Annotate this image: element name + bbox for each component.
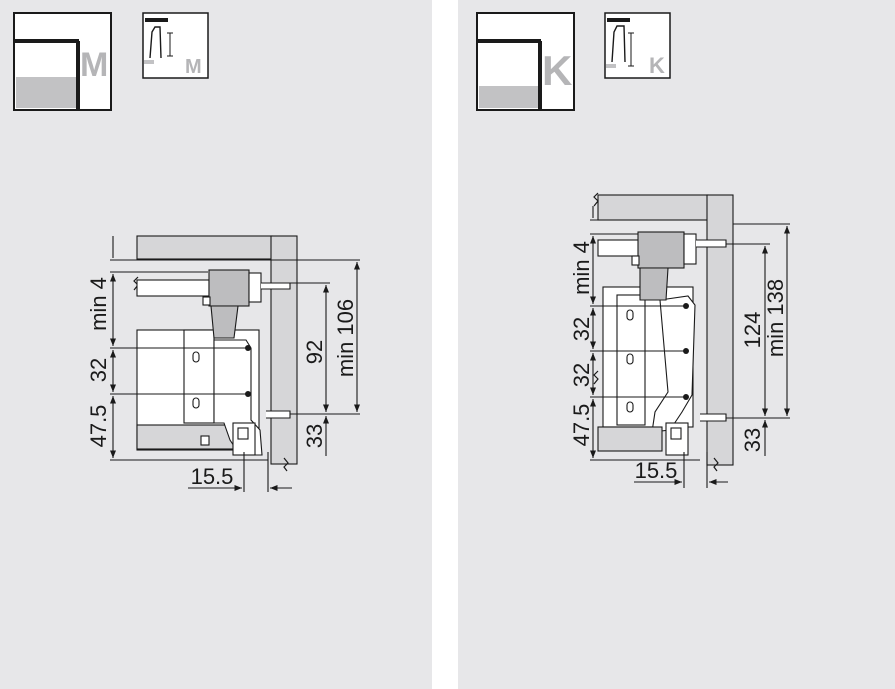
right-big-icon: K [476,12,575,111]
right-small-icon-letter: K [649,53,665,78]
left-dim-32: 32 [86,358,111,382]
left-dim-min4: min 4 [86,277,111,331]
right-dim-15-5: 15.5 [635,458,678,483]
right-dimension-labels: min 4 32 32 47.5 124 min 138 33 15.5 [569,241,788,483]
left-big-icon: M [13,12,112,111]
right-dim-33: 33 [740,428,765,452]
right-dim-32b: 32 [569,363,594,387]
right-dim-32a: 32 [569,317,594,341]
left-technical-drawing [109,235,361,492]
right-dim-min138: min 138 [763,279,788,357]
left-big-icon-letter: M [80,46,108,84]
left-dim-92: 92 [302,340,327,364]
left-dim-15-5: 15.5 [191,464,234,489]
left-small-icon-letter: M [185,56,202,78]
right-dim-47-5: 47.5 [569,404,594,447]
right-small-icon: K [604,12,671,79]
right-dim-min4: min 4 [569,241,594,295]
left-dim-min106: min 106 [333,299,358,377]
left-dim-47-5: 47.5 [86,405,111,448]
left-dimension-labels: min 4 32 47.5 92 min 106 33 15.5 [86,277,358,489]
right-dim-124: 124 [740,312,765,349]
left-dim-33: 33 [302,424,327,448]
left-small-icon: M [142,12,209,79]
right-big-icon-letter: K [542,47,572,94]
right-technical-drawing [589,192,791,488]
